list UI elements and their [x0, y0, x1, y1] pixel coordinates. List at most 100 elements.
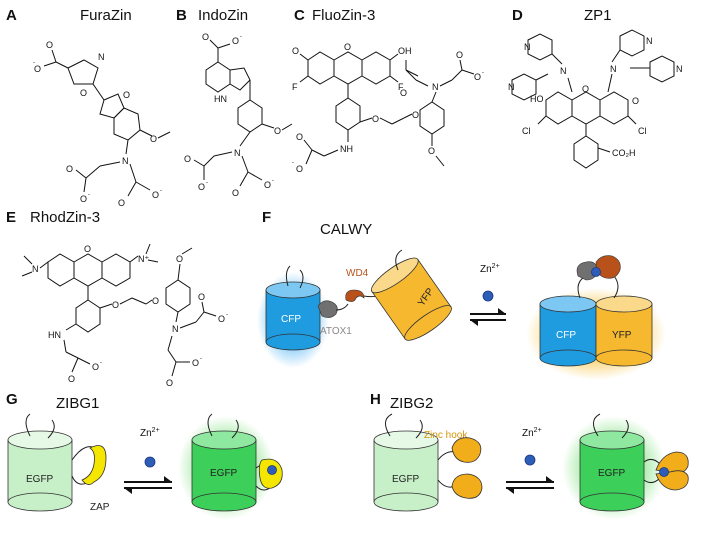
- cfp-cylinder-bound: [539, 295, 597, 367]
- yfp-cylinder-tilted: [371, 257, 452, 341]
- equilibrium-arrows-g: [124, 476, 172, 494]
- atom-n: N: [508, 82, 515, 92]
- atom-o: O: [582, 84, 589, 94]
- atom-o: O: [198, 182, 205, 192]
- zinc-ion-h: [524, 454, 536, 466]
- zinc-ion-bound-h: [659, 467, 669, 477]
- panel-e: E RhodZin-3 N O N⁺ HN O O -: [6, 209, 228, 388]
- panel-f: F CALWY CFP ATOX1 WD4 YFP Zn2+: [257, 209, 666, 380]
- cfp-label: CFP: [281, 314, 301, 325]
- atom-o: O: [202, 32, 209, 42]
- atom-nh: HN: [214, 94, 227, 104]
- atom-o: O: [296, 164, 303, 174]
- zp1-structure: N N N N N N O HO O Cl Cl: [508, 29, 683, 169]
- atom-charge: -: [100, 360, 102, 366]
- atom-nh: NH: [340, 144, 353, 154]
- atom-n: N: [646, 36, 653, 46]
- atom-charge: -: [240, 34, 242, 40]
- atom-o: O: [198, 292, 205, 302]
- panel-title-calwy: CALWY: [320, 221, 372, 238]
- atom-o: O: [166, 378, 173, 388]
- furazin-structure: O O - O N O O N O O -: [33, 40, 171, 208]
- cfp-label-bound: CFP: [556, 330, 576, 341]
- wd4-domain-bound: [595, 255, 621, 279]
- panel-letter-f: F: [262, 209, 271, 226]
- atom-o: O: [412, 110, 419, 120]
- zap-label: ZAP: [90, 502, 110, 513]
- atox1-label: ATOX1: [320, 326, 352, 337]
- zinc-hook-domain-bottom: [451, 473, 483, 499]
- panel-a: A FuraZin O O - O N O O N: [6, 7, 171, 208]
- zinc-ion-bound: [591, 267, 601, 277]
- egfp-cylinder-unbound: [7, 430, 73, 512]
- atom-o: O: [84, 244, 91, 254]
- zinc-ion-g: [144, 456, 156, 468]
- atom-o: O: [372, 114, 379, 124]
- yfp-label-bound: YFP: [612, 330, 632, 341]
- atom-o: O: [264, 180, 271, 190]
- cfp-cylinder: [265, 281, 321, 351]
- atom-n: N: [234, 148, 241, 158]
- atom-o: O: [150, 134, 157, 144]
- atom-n: N: [676, 64, 683, 74]
- atom-o: O: [184, 154, 191, 164]
- atom-o: O: [192, 358, 199, 368]
- panel-title-indozin: IndoZin: [198, 7, 248, 24]
- atom-charge: -: [88, 192, 90, 198]
- atom-n: N: [560, 66, 567, 76]
- atom-charge: -: [33, 60, 35, 66]
- atom-charge: -: [200, 356, 202, 362]
- atom-o: O: [232, 188, 239, 198]
- atox1-domain: [317, 300, 338, 318]
- zn-label: Zn2+: [480, 263, 500, 275]
- atom-o: O: [400, 88, 407, 98]
- atom-o: O: [123, 90, 130, 100]
- atom-charge: -: [482, 70, 484, 76]
- atom-charge: -: [226, 312, 228, 318]
- zinc-hook-domain-top: [451, 437, 482, 463]
- panel-letter-c: C: [294, 7, 305, 24]
- panel-title-zibg1: ZIBG1: [56, 395, 99, 412]
- egfp-label-unbound-h: EGFP: [392, 474, 420, 485]
- zn-label-h: Zn2+: [522, 427, 542, 439]
- panel-title-fluozin3: FluoZin-3: [312, 7, 375, 24]
- atom-o: O: [112, 300, 119, 310]
- atom-o: O: [296, 132, 303, 142]
- zinc-ion: [482, 290, 494, 302]
- atom-ho: HO: [530, 94, 544, 104]
- atom-charge: -: [292, 160, 294, 166]
- wd4-label: WD4: [346, 268, 369, 279]
- panel-g: G ZIBG1 EGFP ZAP Zn2+ EGFP: [6, 391, 283, 520]
- atom-f: F: [292, 82, 298, 92]
- zap-domain: [81, 445, 107, 485]
- panel-letter-e: E: [6, 209, 16, 226]
- atom-nplus: N⁺: [138, 254, 149, 264]
- panel-title-rhodzin3: RhodZin-3: [30, 209, 100, 226]
- atom-charge: -: [272, 178, 274, 184]
- atom-o: O: [292, 46, 299, 56]
- panel-letter-h: H: [370, 391, 381, 408]
- panel-d: D ZP1 N N N N N N O HO O: [508, 7, 683, 169]
- zinc-hook-label: Zinc hook: [424, 430, 468, 441]
- indozin-structure: O O - HN O N O O - O: [184, 32, 293, 198]
- yfp-cylinder-bound: [595, 295, 653, 367]
- atom-f: F: [398, 82, 404, 92]
- panel-b: B IndoZin O O - HN O N O: [176, 7, 293, 198]
- atom-n: N: [432, 82, 439, 92]
- atom-o: O: [632, 96, 639, 106]
- atom-o: O: [474, 72, 481, 82]
- atom-n: N: [98, 52, 105, 62]
- atom-co2h: CO₂H: [612, 148, 636, 158]
- atom-o: O: [218, 314, 225, 324]
- fluozin3-structure: O O F OH F NH O O - O: [292, 42, 484, 174]
- egfp-cylinder-bound: [191, 430, 257, 512]
- zinc-ion-bound-g: [267, 465, 277, 475]
- atom-o: O: [118, 198, 125, 208]
- atom-hn: HN: [48, 330, 61, 340]
- atom-o: O: [92, 362, 99, 372]
- atom-o: O: [80, 194, 87, 204]
- equilibrium-arrows-h: [506, 476, 554, 494]
- egfp-label-bound-h: EGFP: [598, 468, 626, 479]
- atom-o: O: [66, 164, 73, 174]
